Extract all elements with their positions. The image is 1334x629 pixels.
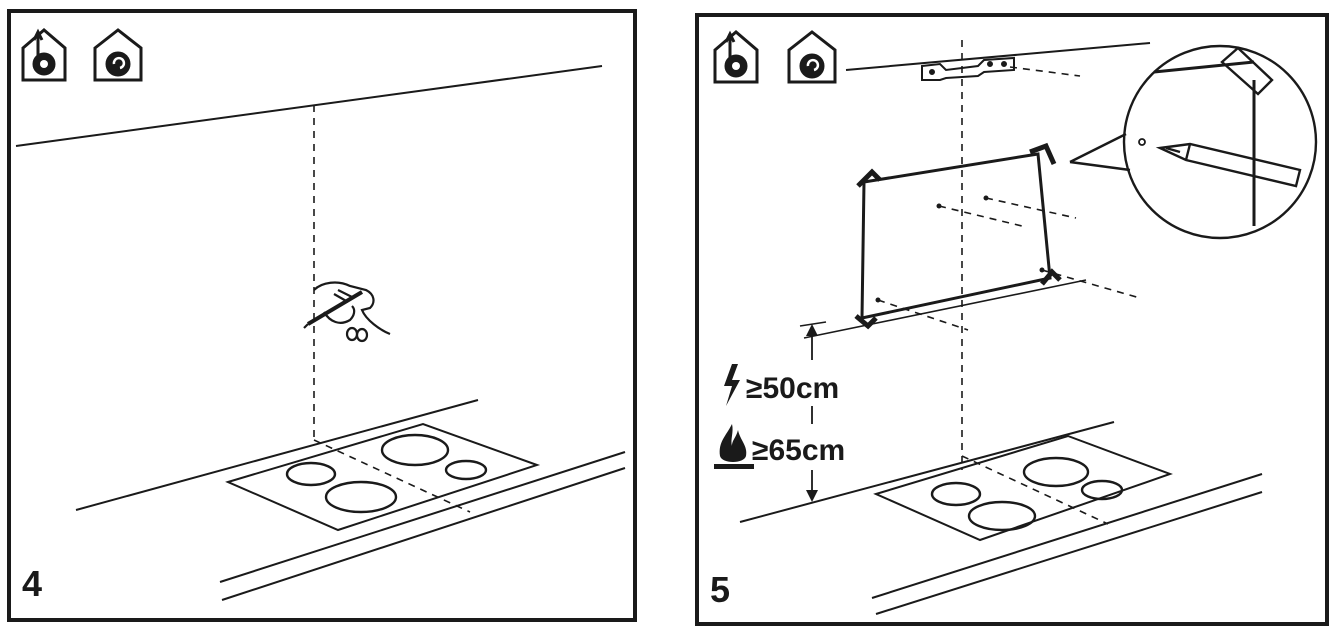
cooktop: [225, 422, 541, 532]
cooktop: [873, 434, 1173, 542]
recirculation-mode-icon: [787, 30, 837, 84]
clearance-gas-label: ≥65cm: [752, 434, 845, 467]
mounting-bracket: [921, 56, 1015, 81]
detail-callout: [1069, 44, 1318, 264]
clearance-electric-label: ≥50cm: [746, 372, 839, 405]
pencil-icon: [1155, 142, 1302, 188]
extraction-mode-icon: [713, 30, 759, 84]
panel-step-5: ≥50cm ≥65cm 5: [695, 13, 1329, 626]
clearance-dimension: [799, 321, 827, 502]
lightning-icon: [724, 364, 740, 406]
panel-frame: [7, 9, 637, 622]
panel-frame: [695, 13, 1329, 626]
extraction-mode-icon: [21, 28, 67, 82]
hand-pencil-icon: [303, 281, 391, 343]
step-number: 4: [22, 563, 42, 604]
panel-step-4: 4: [7, 9, 637, 622]
step-number: 5: [710, 569, 730, 610]
gas-flame-icon: [714, 424, 754, 469]
drilling-template: [854, 142, 1141, 331]
recirculation-mode-icon: [93, 28, 143, 82]
